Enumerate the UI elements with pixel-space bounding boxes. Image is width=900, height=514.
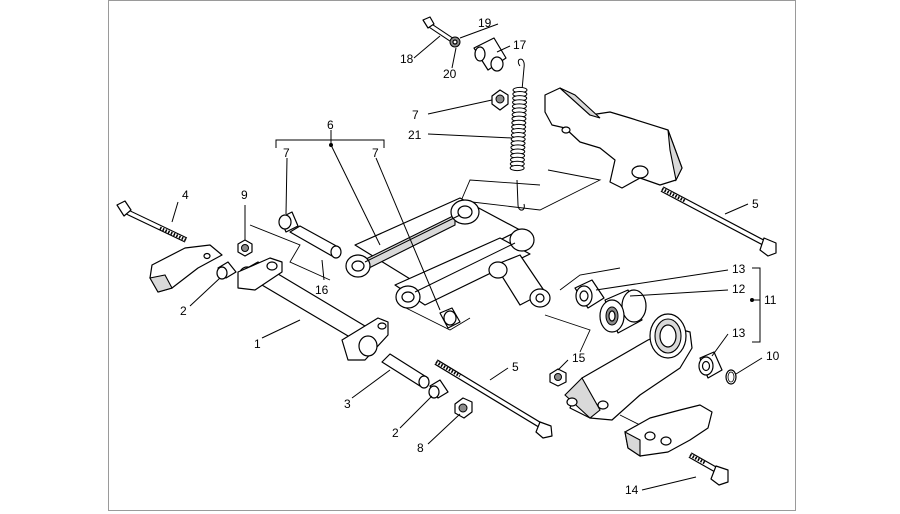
label-part-15: 15 (572, 351, 586, 365)
label-part-7-upper: 7 (412, 108, 419, 122)
nut-upper (491, 89, 509, 111)
swing-shaft (237, 257, 389, 361)
label-part-10: 10 (766, 349, 780, 363)
washer-9 (237, 239, 253, 257)
long-bolt-upper (660, 186, 777, 257)
label-part-18: 18 (400, 52, 414, 66)
spacer-pin (381, 353, 430, 389)
part-labels: 19 17 18 20 7 21 6 7 7 4 9 5 13 12 11 16… (180, 16, 780, 497)
label-part-12: 12 (732, 282, 746, 296)
bushing-right (439, 307, 461, 329)
label-part-2-left: 2 (180, 304, 187, 318)
spring-coil (509, 164, 525, 172)
diagram-frame (108, 0, 796, 511)
label-part-8: 8 (417, 441, 424, 455)
label-part-16: 16 (315, 283, 329, 297)
label-part-1: 1 (254, 337, 261, 351)
bolt-14 (688, 452, 729, 486)
tension-spring (509, 58, 528, 211)
label-part-5-lower: 5 (512, 360, 519, 374)
bearing-12 (599, 289, 647, 334)
label-part-3: 3 (344, 397, 351, 411)
bushing-13-upper (574, 279, 605, 309)
label-part-7-left: 7 (283, 146, 290, 160)
label-part-14: 14 (625, 483, 639, 497)
bushing-2-lower (428, 379, 449, 399)
bushing-left (278, 211, 299, 233)
bushing-2-left (216, 261, 237, 280)
nut-8 (454, 397, 473, 419)
link-rocker-assembly (345, 197, 551, 309)
label-part-9: 9 (241, 188, 248, 202)
label-part-19: 19 (478, 16, 492, 30)
label-part-11: 11 (764, 293, 777, 307)
long-bolt-left (116, 200, 188, 243)
swingarm-bracket (544, 87, 683, 189)
label-part-4: 4 (182, 188, 189, 202)
label-part-13-lower: 13 (732, 326, 746, 340)
nut-15 (549, 368, 567, 387)
leader-lines (171, 23, 763, 491)
label-part-2-lower: 2 (392, 426, 399, 440)
lower-bracket (624, 404, 713, 458)
small-bolt-assembly (422, 16, 507, 72)
label-part-21: 21 (408, 128, 422, 142)
label-part-17: 17 (513, 38, 527, 52)
label-part-13-upper: 13 (732, 262, 746, 276)
label-part-6: 6 (327, 118, 334, 132)
circlip-10 (725, 369, 737, 385)
bushing-13-lower (698, 351, 723, 379)
label-part-5-upper: 5 (752, 197, 759, 211)
label-part-7-right: 7 (372, 146, 379, 160)
left-bracket (149, 244, 223, 293)
long-bolt-lower (434, 359, 553, 439)
label-part-20: 20 (443, 67, 457, 81)
lower-arm-with-bearing (564, 313, 693, 421)
link-pin (289, 225, 342, 259)
